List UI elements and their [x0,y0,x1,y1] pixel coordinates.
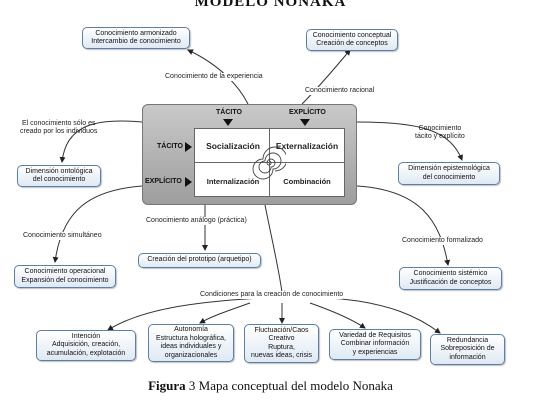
link-tacito-explicito [356,121,463,161]
node-redundancia: Redundancia Sobreposición de información [430,334,505,365]
node-fluctuacion: Fluctuación/Caos Creativo Ruptura, nueva… [244,324,319,363]
node-line: Conocimiento armonizado [95,29,177,37]
node-line: Dimensión ontológica [25,167,93,175]
label-conocimiento-simultaneo: Conocimiento simultáneo [23,232,102,240]
node-line: Autonomía [174,326,208,333]
link-redundancia [329,297,441,334]
column-header-explicito: EXPLÍCITO [289,109,326,116]
node-line: Ruptura, [268,343,295,351]
link-racional [301,49,351,105]
caption-prefix: Figura [148,378,186,393]
node-line: acumulación, explotación [46,349,126,357]
node-line: Intercambio de conocimiento [91,38,181,45]
node-line: ideas individuales y [160,343,222,350]
node-line: Justificación de conceptos [409,278,492,286]
node-line: Combinar información [340,340,410,348]
node-line: Creación del prototipo (arquetipo) [147,256,252,264]
figure-caption: Figura 3 Mapa conceptual del modelo Nona… [0,378,541,394]
node-creacion-prototipo: Creación del prototipo (arquetipo) [138,253,261,268]
node-line: información [449,353,486,361]
label-tacito-explicito: Conocimiento tácito y explícito [415,125,465,141]
label-creado-por-individuos: El conocimiento sólo es creado por los i… [20,120,97,136]
node-dimension-epistemologica: Dimensión epistemológica del conocimient… [398,162,500,185]
grid-divider [195,162,344,163]
arrow-down-icon [223,119,233,126]
cell-externalizacion: Externalización [275,141,339,151]
arrow-right-icon [185,177,192,187]
cell-combinacion: Combinación [283,177,331,186]
link-simultaneo [52,185,143,263]
node-line: Adquisición, creación, [51,341,121,349]
node-line: Dimensión epistemológica [408,165,490,172]
node-line: Fluctuación/Caos [254,326,309,334]
node-conocimiento-conceptual: Conocimiento conceptual Creación de conc… [306,29,398,51]
node-intencion: Intención Adquisición, creación, acumula… [36,330,136,361]
cell-socializacion: Socialización [206,141,260,151]
node-dimension-ontologica: Dimensión ontológica del conocimiento [17,165,101,187]
node-line: Sobreposición de [440,345,495,353]
label-conocimiento-analogo: Conocimiento análogo (práctica) [146,217,247,225]
row-header-explicito: EXPLÍCITO [145,178,182,185]
node-line: del conocimiento [32,176,86,183]
label-line: tácito y explícito [415,133,465,140]
node-line: Redundancia [446,336,489,344]
spiral-icon [252,146,286,180]
label-condiciones-creacion: Condiciones para la creación de conocimi… [200,291,344,299]
seci-grid: Socialización Externalización Internaliz… [194,128,345,197]
column-header-tacito: TÁCITO [216,109,242,116]
node-line: Variedad de Requisitos [339,331,411,339]
link-autonomia [199,302,251,324]
node-line: Conocimiento sistémico [413,270,488,277]
row-header-tacito: TÁCITO [157,143,183,150]
label-line: creado por los individuos [20,128,98,135]
node-conocimiento-operacional: Conocimiento operacional Expansión del c… [14,265,116,288]
node-line: Conocimiento operacional [24,268,106,275]
link-variedad [309,302,366,329]
node-line: Intención [71,332,101,340]
node-line: y experiencias [352,348,398,356]
node-line: organizacionales [164,351,218,359]
caption-text: 3 Mapa conceptual del modelo Nonaka [185,378,393,393]
arrow-down-icon [300,119,310,126]
link-condiciones [264,204,283,293]
node-conocimiento-sistemico: Conocimiento sistémico Justificación de … [399,267,502,290]
node-line: Creación de conceptos [316,40,388,47]
node-line: Conocimiento conceptual [312,31,392,39]
node-autonomia: Autonomía Estructura holográfica, ideas … [148,324,234,362]
node-line: Expansión del conocimiento [21,276,109,284]
label-line: El conocimiento sólo es [21,120,96,127]
link-intencion [107,297,263,331]
node-line: Creativo [268,335,295,342]
label-line: Conocimiento [418,125,462,132]
label-conocimiento-experiencia: Conocimiento de la experiencia [165,73,263,81]
node-line: Estructura holográfica, [155,334,227,342]
arrow-right-icon [185,142,192,152]
cell-internalizacion: Internalización [206,177,260,186]
node-line: del conocimiento [422,173,476,181]
node-conocimiento-armonizado: Conocimiento armonizado Intercambio de c… [82,27,190,49]
node-line: nuevas ideas, crisis [250,352,313,359]
label-conocimiento-formalizado: Conocimiento formalizado [402,237,483,245]
link-formalizado [356,185,451,266]
link-individuos [59,120,143,163]
label-conocimiento-racional: Conocimiento racional [305,87,375,95]
diagram-heading: MODELO NONAKA [194,0,347,10]
node-variedad-requisitos: Variedad de Requisitos Combinar informac… [329,329,421,360]
